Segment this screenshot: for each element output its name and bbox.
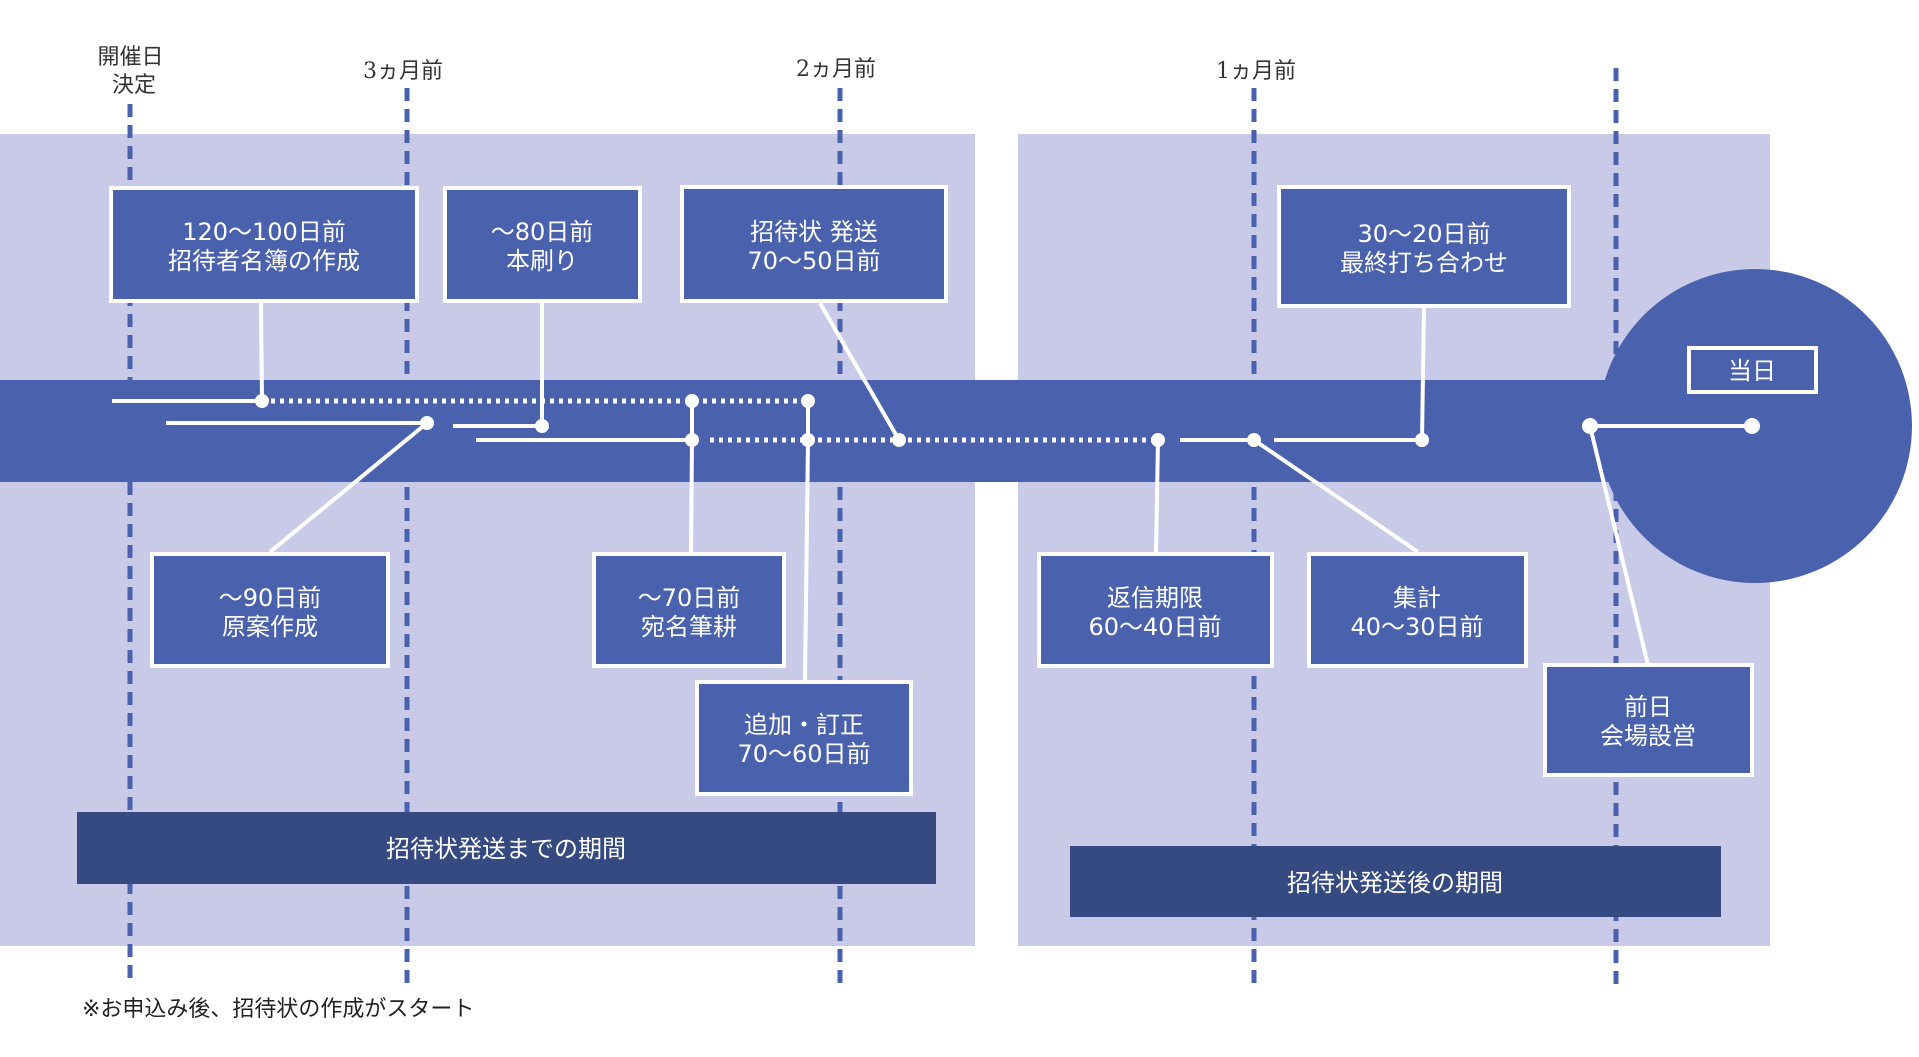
svg-text:30～20日前最終打ち合わせ: 30～20日前最終打ち合わせ	[1340, 220, 1508, 277]
svg-text:～70日前宛名筆耕: ～70日前宛名筆耕	[638, 584, 741, 641]
marker-decide: 開催日 決定	[97, 45, 170, 98]
dot	[1744, 418, 1760, 434]
marker-2-months: 2ヵ月前	[796, 57, 876, 82]
dot	[892, 433, 906, 447]
svg-text:前日会場設営: 前日会場設営	[1600, 693, 1696, 750]
leader-count	[1252, 438, 1420, 554]
dot	[1151, 433, 1165, 447]
step-box-eve: 前日会場設営	[1543, 663, 1754, 777]
leader-draft	[268, 421, 429, 554]
leader-correct-b	[803, 439, 810, 681]
dot	[420, 416, 434, 430]
svg-text:120～100日前招待者名簿の作成: 120～100日前招待者名簿の作成	[168, 218, 360, 275]
step-box-address: ～70日前宛名筆耕	[592, 552, 786, 668]
dot	[255, 394, 269, 408]
dot	[535, 419, 549, 433]
svg-text:～90日前原案作成: ～90日前原案作成	[219, 584, 322, 641]
leader-eve	[1588, 425, 1650, 666]
dot	[801, 394, 815, 408]
period-before: 招待状発送までの期間	[77, 812, 936, 884]
leader-list	[259, 302, 264, 402]
svg-text:～80日前本刷り: ～80日前本刷り	[491, 218, 594, 275]
leader-meeting	[1420, 307, 1426, 441]
svg-text:招待状発送後の期間: 招待状発送後の期間	[1287, 869, 1503, 897]
dot	[1415, 433, 1429, 447]
day-label-box: 当日	[1687, 346, 1818, 394]
step-box-draft: ～90日前原案作成	[150, 552, 390, 668]
leader-reply	[1154, 439, 1160, 553]
marker-1-month: 1ヵ月前	[1216, 59, 1296, 84]
connectors	[112, 302, 1752, 681]
step-box-print: ～80日前本刷り	[443, 186, 642, 303]
dot	[685, 433, 699, 447]
step-box-meeting: 30～20日前最終打ち合わせ	[1277, 185, 1571, 308]
period-after: 招待状発送後の期間	[1070, 846, 1721, 917]
step-box-list: 120～100日前招待者名簿の作成	[109, 186, 419, 303]
svg-text:当日: 当日	[1728, 357, 1776, 385]
dot	[1582, 418, 1598, 434]
leader-send	[818, 302, 901, 441]
timeline-band	[0, 380, 1640, 482]
marker-3-months: 3ヵ月前	[363, 59, 443, 84]
svg-text:招待状発送までの期間: 招待状発送までの期間	[386, 835, 626, 863]
dot	[1247, 433, 1261, 447]
dot	[685, 394, 699, 408]
leader-address-b	[689, 439, 694, 553]
connection-dots	[255, 394, 1760, 447]
footnote: ※お申込み後、招待状の作成がスタート	[82, 997, 474, 1022]
dot	[801, 433, 815, 447]
